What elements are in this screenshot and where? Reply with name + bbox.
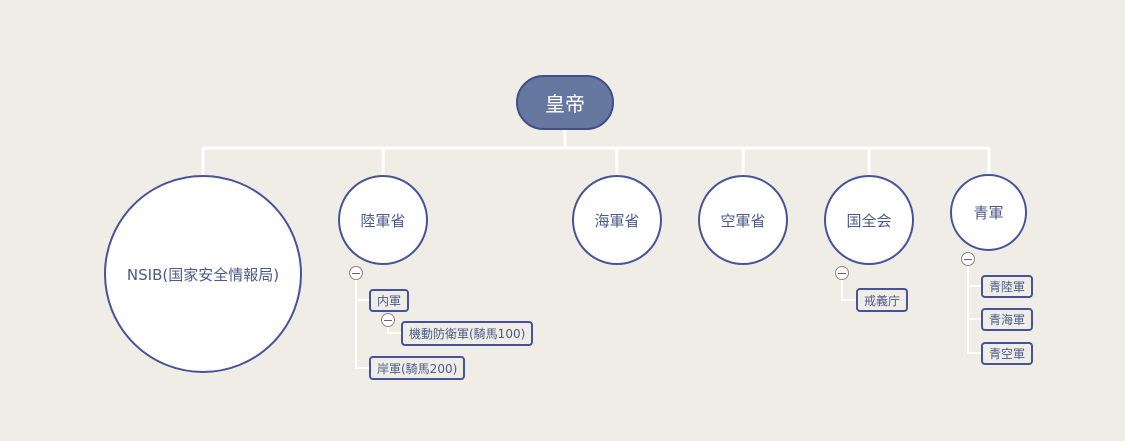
node-blue-navy[interactable]: 青海軍	[981, 308, 1034, 331]
node-label: NSIB(国家安全情報局)	[126, 265, 280, 284]
node-inner-army[interactable]: 内軍	[369, 289, 410, 312]
node-label: 皇帝	[545, 92, 585, 116]
collapse-toggle-icon[interactable]	[381, 313, 395, 327]
node-national-council[interactable]: 国全会	[824, 175, 914, 265]
node-label: 青海軍	[989, 313, 1026, 327]
node-mobile-defense-army[interactable]: 機動防衛軍(騎馬100)	[401, 321, 534, 346]
node-label: 空軍省	[720, 211, 766, 230]
node-label: 海軍省	[594, 211, 640, 230]
collapse-toggle-icon[interactable]	[835, 266, 849, 280]
node-label: 青陸軍	[989, 280, 1026, 294]
node-nsib[interactable]: NSIB(国家安全情報局)	[104, 175, 302, 373]
node-label: 陸軍省	[360, 211, 406, 230]
node-navy-ministry[interactable]: 海軍省	[572, 175, 662, 265]
collapse-toggle-icon[interactable]	[961, 252, 975, 266]
node-label: 青空軍	[989, 347, 1026, 361]
node-label: 戒義庁	[864, 293, 901, 308]
node-air-ministry[interactable]: 空軍省	[698, 175, 788, 265]
node-label: 内軍	[377, 294, 402, 308]
node-blue-army[interactable]: 青軍	[950, 174, 1027, 251]
node-blue-air-force[interactable]: 青空軍	[981, 342, 1034, 365]
collapse-toggle-icon[interactable]	[349, 266, 363, 280]
root-node-emperor[interactable]: 皇帝	[516, 75, 614, 130]
node-label: 岸軍(騎馬200)	[377, 361, 458, 376]
node-label: 国全会	[846, 211, 892, 230]
node-blue-land-army[interactable]: 青陸軍	[981, 275, 1034, 298]
node-coast-army[interactable]: 岸軍(騎馬200)	[369, 356, 466, 380]
node-discipline-agency[interactable]: 戒義庁	[856, 288, 909, 312]
node-label: 機動防衛軍(騎馬100)	[409, 327, 526, 341]
node-army-ministry[interactable]: 陸軍省	[338, 175, 428, 265]
node-label: 青軍	[973, 204, 1004, 222]
